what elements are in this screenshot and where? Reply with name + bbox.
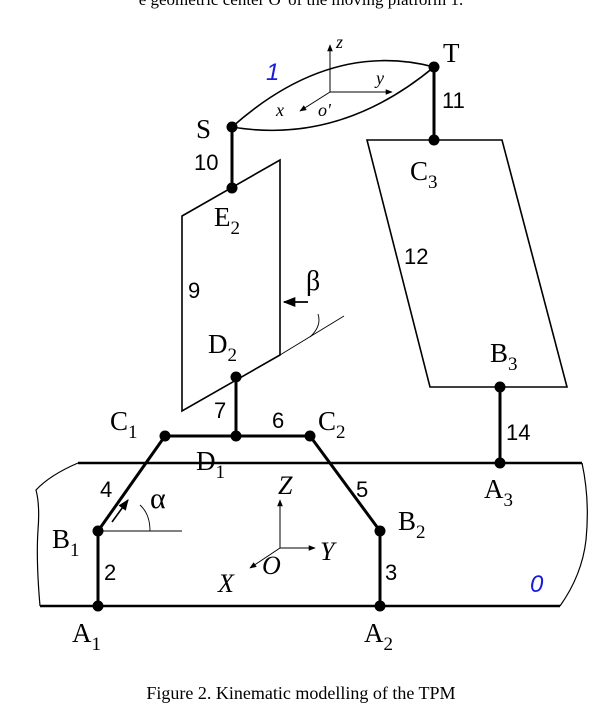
alpha-arrow — [111, 499, 129, 523]
joint-S — [226, 121, 238, 133]
base-x-axis — [249, 547, 281, 569]
platform-z-label: z — [335, 32, 343, 52]
point-label-A1: A1 — [72, 618, 101, 655]
link-4-arm — [96, 435, 167, 532]
platform-x-label: x — [275, 100, 284, 120]
figure-caption: Figure 2. Kinematic modelling of the TPM — [146, 683, 456, 703]
moving-platform — [230, 44, 436, 132]
alpha-arc — [139, 504, 151, 532]
joint-B2 — [374, 525, 386, 537]
joint-B3 — [494, 381, 506, 393]
base-right-break — [559, 462, 588, 607]
link-12-plate — [365, 139, 569, 388]
base-left-break — [35, 462, 79, 607]
point-label-B1: B1 — [52, 524, 80, 561]
point-label-D1: D1 — [196, 446, 225, 483]
point-label-B3: B3 — [490, 338, 518, 375]
joint-A1 — [92, 600, 104, 612]
beta-arc — [309, 313, 320, 338]
platform-y-label: y — [374, 68, 384, 88]
point-label-D2: D2 — [208, 329, 237, 366]
angle-beta-label: β — [306, 266, 320, 297]
point-label-C3: C3 — [410, 156, 438, 193]
link-5-arm — [308, 435, 382, 532]
chain-left-upper — [181, 127, 345, 436]
base-number: 0 — [530, 571, 544, 598]
link-number-4: 4 — [100, 477, 112, 502]
point-label-A3: A3 — [484, 474, 513, 511]
joint-C2 — [304, 430, 316, 442]
link-number-10: 10 — [194, 150, 218, 175]
link-number-3: 3 — [385, 560, 397, 585]
joint-C1 — [159, 430, 171, 442]
link-number-7: 7 — [214, 398, 226, 423]
link-number-12: 12 — [404, 244, 428, 269]
platform-number: 1 — [266, 59, 279, 86]
joint-T — [428, 61, 440, 73]
platform-origin-label: o' — [318, 100, 332, 120]
joint-A2 — [374, 600, 386, 612]
link-number-5: 5 — [356, 477, 368, 502]
point-label-E2: E2 — [214, 202, 240, 239]
link-number-2: 2 — [104, 560, 116, 585]
point-label-A2: A2 — [364, 618, 393, 655]
link-number-14: 14 — [506, 420, 530, 445]
link-number-11: 11 — [442, 88, 465, 113]
platform-outline — [230, 59, 436, 132]
point-label-T: T — [443, 38, 460, 68]
chain-lower — [96, 434, 382, 606]
point-label-C2: C2 — [318, 406, 346, 443]
point-label-B2: B2 — [398, 506, 426, 543]
joint-D2 — [230, 371, 242, 383]
joint-C3 — [428, 134, 440, 146]
platform-x-axis — [299, 91, 331, 112]
point-label-C1: C1 — [110, 406, 138, 443]
base-y-label: Y — [320, 537, 337, 566]
chain-right — [365, 67, 569, 463]
base-z-label: Z — [278, 471, 293, 500]
angle-alpha-label: α — [150, 482, 166, 515]
joint-D1 — [230, 430, 242, 442]
joint-A3 — [494, 457, 506, 469]
link-number-6: 6 — [272, 408, 284, 433]
clipped-text-line: e geometric center O' of the moving plat… — [0, 0, 602, 10]
joints — [92, 61, 506, 612]
link-number-9: 9 — [188, 278, 200, 303]
joint-E2 — [226, 182, 238, 194]
fixed-base — [35, 461, 588, 608]
joint-B1 — [92, 525, 104, 537]
base-x-label: X — [217, 569, 235, 598]
point-label-S: S — [196, 114, 211, 144]
base-origin-label: O — [262, 551, 281, 580]
